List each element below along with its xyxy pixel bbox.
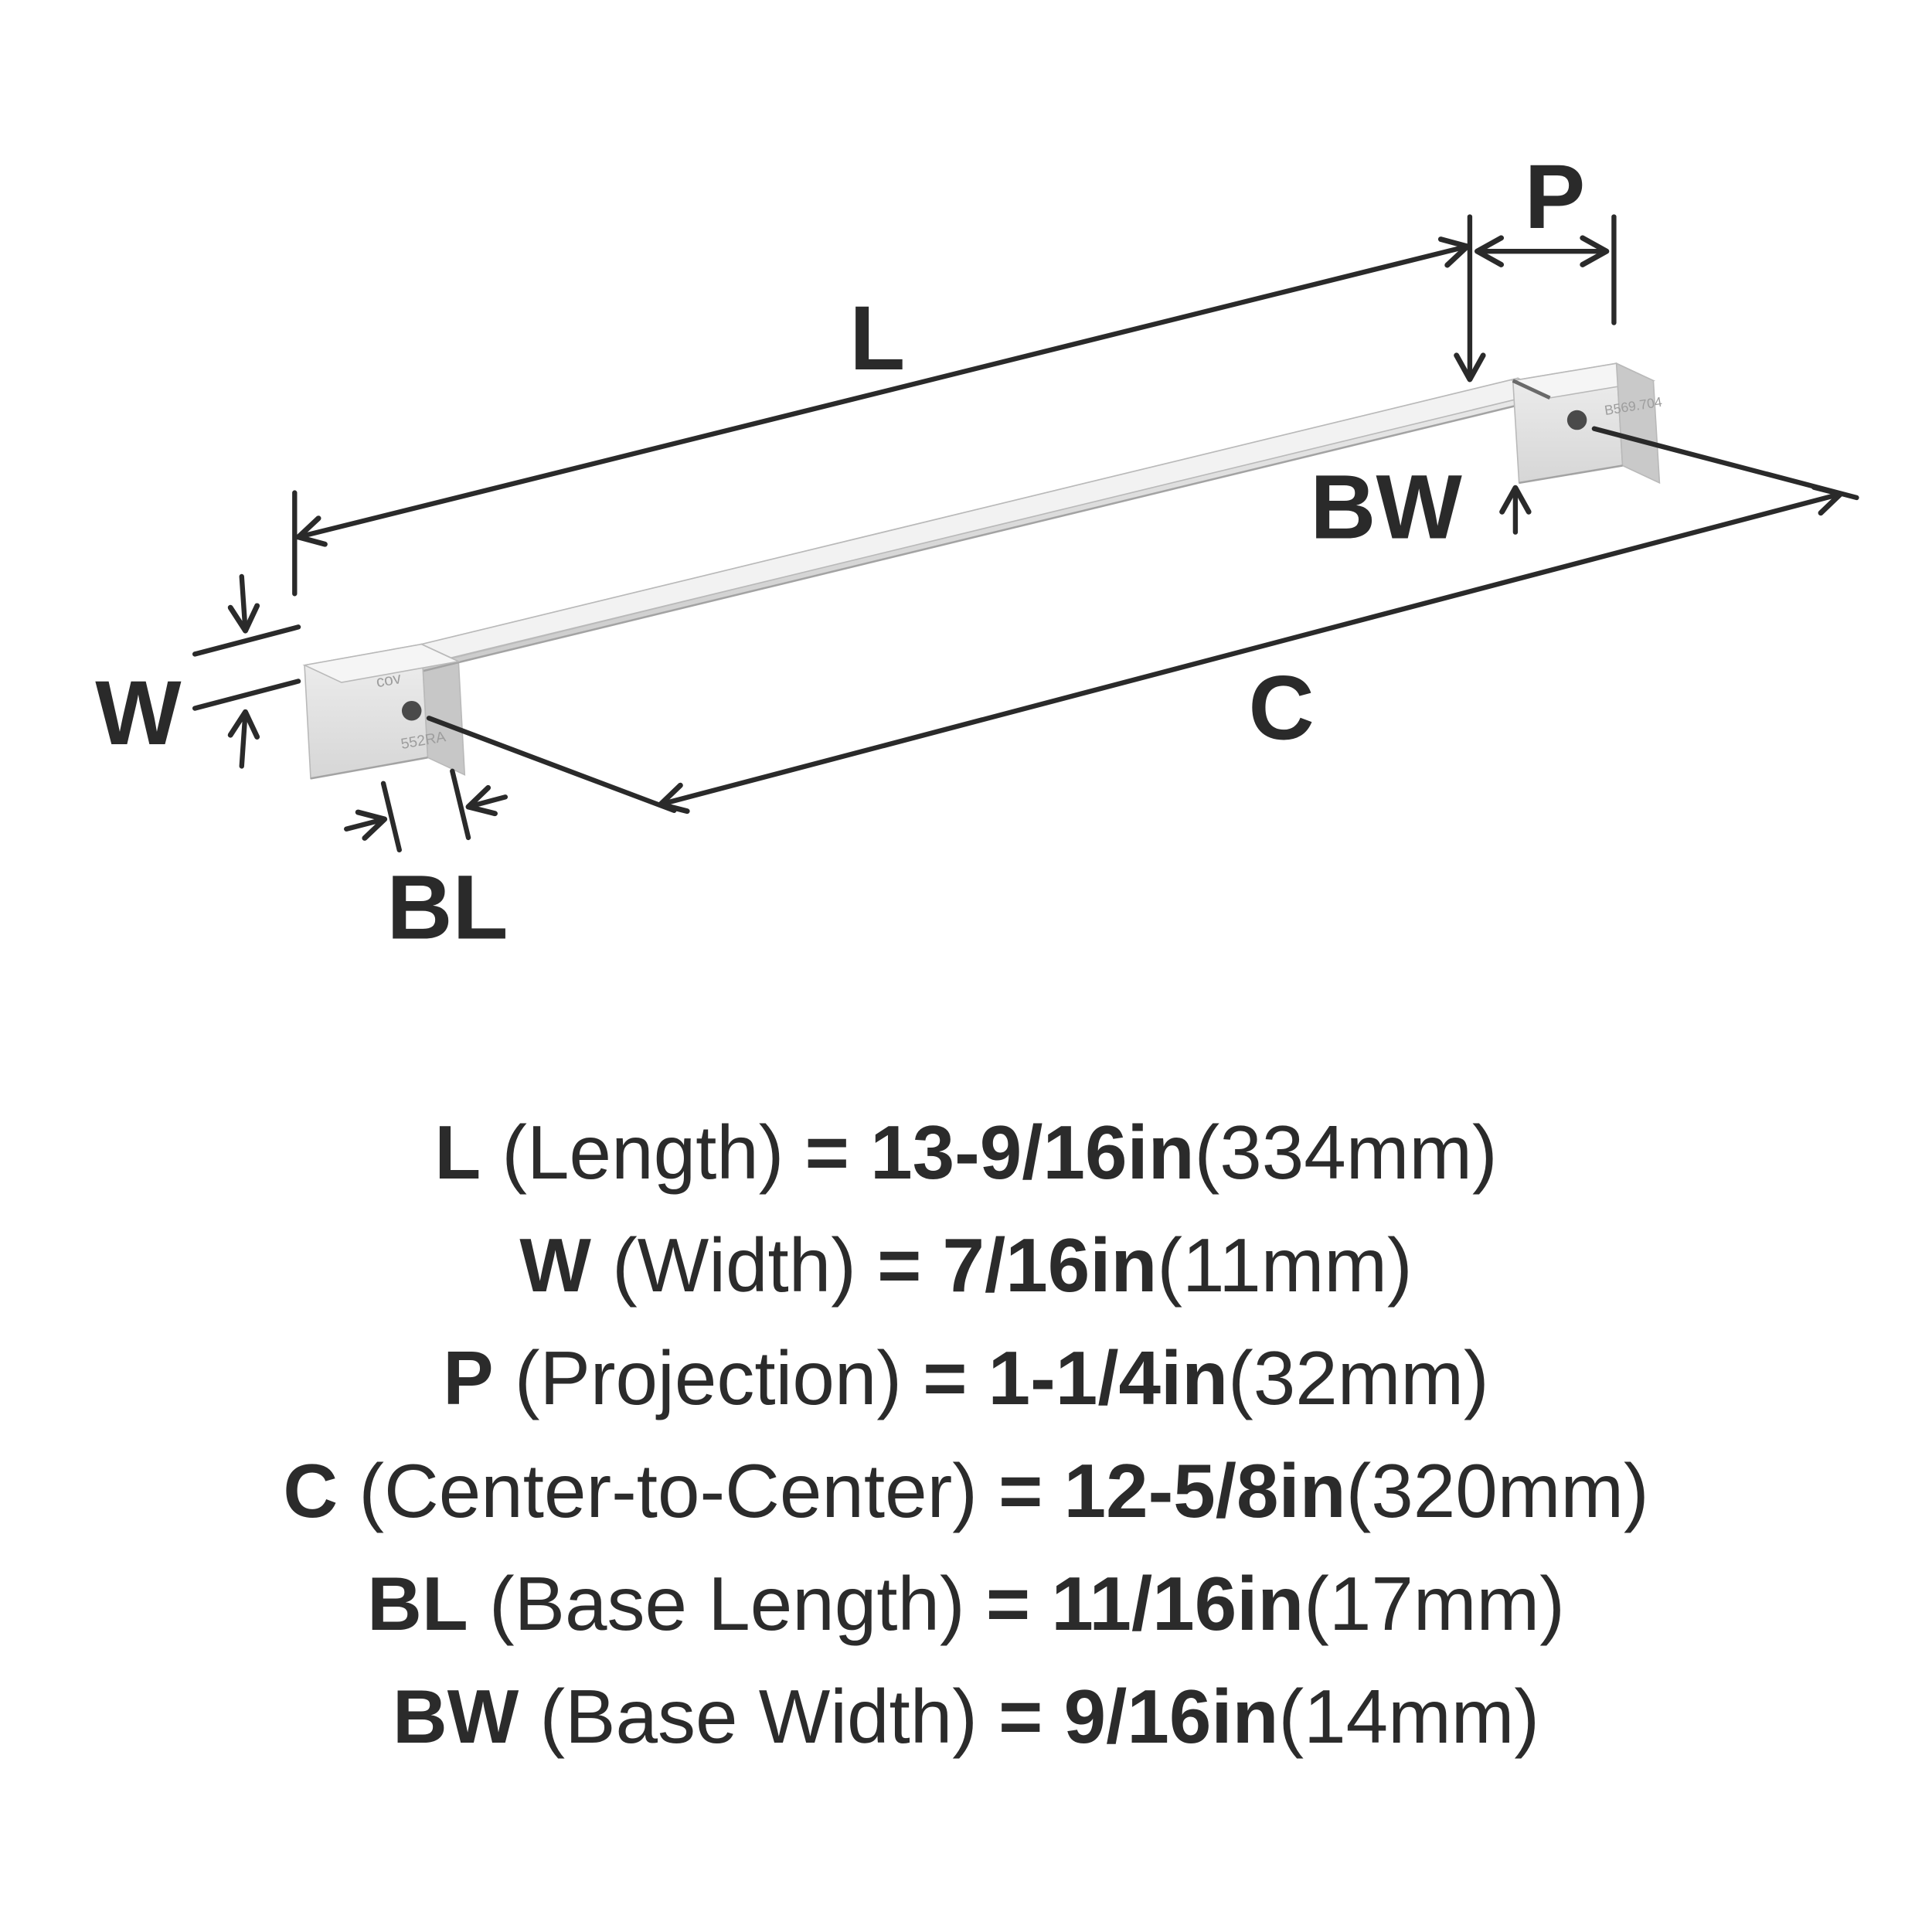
spec-symbol: L [434, 1110, 481, 1195]
left-screw-hole [401, 700, 422, 721]
pull-handle: B569.704 cov 552RA [302, 362, 1663, 780]
right-foot-inner-edge [1512, 379, 1551, 400]
dim-BL-label: BL [386, 856, 508, 958]
spec-value: 11/16in [1051, 1561, 1304, 1646]
dim-BW-label: BW [1310, 456, 1462, 558]
right-foot-bottom-edge [1519, 464, 1623, 485]
left-foot-engraving-top: cov [375, 669, 403, 691]
dimension-P: P [1454, 145, 1617, 383]
dimension-L: L [292, 236, 1471, 597]
dim-C-line [658, 484, 1844, 815]
spec-metric: (320mm) [1345, 1448, 1649, 1533]
spec-value: 12-5/8in [1063, 1448, 1346, 1533]
dim-W-bottom-tick [192, 679, 301, 711]
right-foot-side-face [1615, 362, 1661, 485]
spec-metric: (334mm) [1194, 1110, 1498, 1195]
spec-symbol: C [283, 1448, 338, 1533]
dim-W-top-tick [192, 624, 301, 657]
dim-C-left-extension [426, 716, 677, 814]
spec-value: 1-1/4in [988, 1335, 1229, 1420]
spec-metric: (14mm) [1278, 1674, 1539, 1759]
dimension-C: C [426, 426, 1859, 815]
spec-name: (Length) [502, 1110, 784, 1195]
dim-L-label: L [849, 287, 905, 389]
dim-L-line [295, 236, 1471, 547]
spec-value: 7/16in [942, 1223, 1158, 1308]
dimension-diagram: B569.704 cov 552RA L P BW [95, 145, 1859, 958]
spec-line-projection: P (Projection) = 1-1/4in(32mm) [0, 1321, 1932, 1434]
spec-equals: = [804, 1110, 849, 1195]
spec-value: 9/16in [1063, 1674, 1279, 1759]
spec-symbol: BL [367, 1561, 468, 1646]
spec-metric: (32mm) [1228, 1335, 1489, 1420]
spec-equals: = [998, 1448, 1043, 1533]
spec-symbol: W [519, 1223, 591, 1308]
spec-metric: (11mm) [1157, 1223, 1413, 1308]
spec-value: 13-9/16in [870, 1110, 1195, 1195]
dim-P-label: P [1525, 145, 1586, 247]
spec-name: (Projection) [514, 1335, 902, 1420]
dim-BL-arrow-right [344, 809, 388, 841]
spec-line-center-to-center: C (Center-to-Center) = 12-5/8in(320mm) [0, 1434, 1932, 1547]
spec-name: (Base Length) [489, 1561, 965, 1646]
spec-line-length: L (Length) = 13-9/16in(334mm) [0, 1096, 1932, 1209]
spec-line-width: W (Width) = 7/16in(11mm) [0, 1209, 1932, 1321]
right-screw-hole [1566, 410, 1587, 430]
spec-line-base-length: BL (Base Length) = 11/16in(17mm) [0, 1547, 1932, 1660]
dimension-BW: BW [1310, 456, 1532, 558]
dim-BL-right-tick [450, 768, 471, 841]
spec-symbol: P [443, 1335, 494, 1420]
dim-W-label: W [95, 662, 182, 764]
spec-equals: = [998, 1674, 1043, 1759]
dimension-W: W [95, 573, 301, 769]
spec-metric: (17mm) [1304, 1561, 1565, 1646]
spec-symbol: BW [393, 1674, 519, 1759]
left-foot-top-face [302, 643, 461, 683]
dimension-BL: BL [344, 768, 509, 958]
dim-BL-left-tick [380, 781, 402, 853]
dim-C-label: C [1248, 656, 1314, 758]
spec-equals: = [877, 1223, 922, 1308]
left-foot-bottom-edge [310, 757, 428, 780]
spec-line-base-width: BW (Base Width) = 9/16in(14mm) [0, 1660, 1932, 1773]
dim-BL-arrow-left [465, 784, 509, 817]
dim-W-arrow-down [227, 573, 260, 634]
spec-name: (Center-to-Center) [359, 1448, 978, 1533]
spec-list: L (Length) = 13-9/16in(334mm) W (Width) … [0, 1096, 1932, 1773]
spec-equals: = [985, 1561, 1031, 1646]
spec-name: (Width) [612, 1223, 856, 1308]
dim-W-arrow-up [227, 709, 260, 769]
spec-equals: = [923, 1335, 968, 1420]
spec-name: (Base Width) [539, 1674, 978, 1759]
